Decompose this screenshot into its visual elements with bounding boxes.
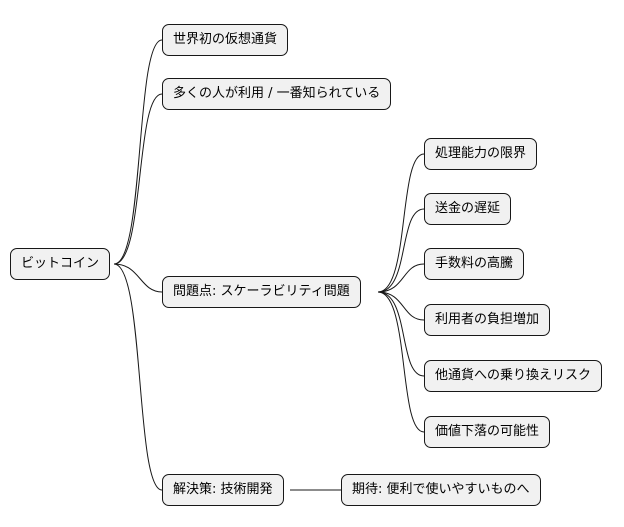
edge-problem-3: [377, 263, 425, 293]
edge-root-popular: [113, 93, 163, 265]
edge-root-first: [113, 39, 163, 265]
edge-problem-2: [377, 208, 425, 293]
node-problem-capacity: 処理能力の限界: [424, 138, 538, 170]
node-solution: 解決策: 技術開発: [162, 474, 284, 506]
edge-problem-4: [377, 291, 425, 321]
edge-problem-1: [377, 153, 425, 293]
node-problem-fees: 手数料の高騰: [424, 248, 525, 280]
node-problem-user-burden: 利用者の負担増加: [424, 304, 551, 336]
edge-problem-6: [377, 291, 425, 433]
edge-problem-5: [377, 291, 425, 377]
node-problem-delay: 送金の遅延: [424, 193, 512, 225]
node-problem-switch-risk: 他通貨への乗り換えリスク: [424, 360, 603, 392]
node-problem-value-drop: 価値下落の可能性: [424, 416, 551, 448]
edge-root-solution: [113, 263, 163, 491]
node-popular: 多くの人が利用 / 一番知られている: [162, 78, 392, 110]
edge-root-problem: [113, 263, 163, 293]
node-root: ビットコイン: [10, 248, 111, 280]
node-expectation: 期待: 便利で使いやすいものへ: [341, 474, 541, 506]
node-first-virtual-currency: 世界初の仮想通貨: [162, 24, 289, 56]
node-problem-scalability: 問題点: スケーラビリティ問題: [162, 276, 361, 308]
